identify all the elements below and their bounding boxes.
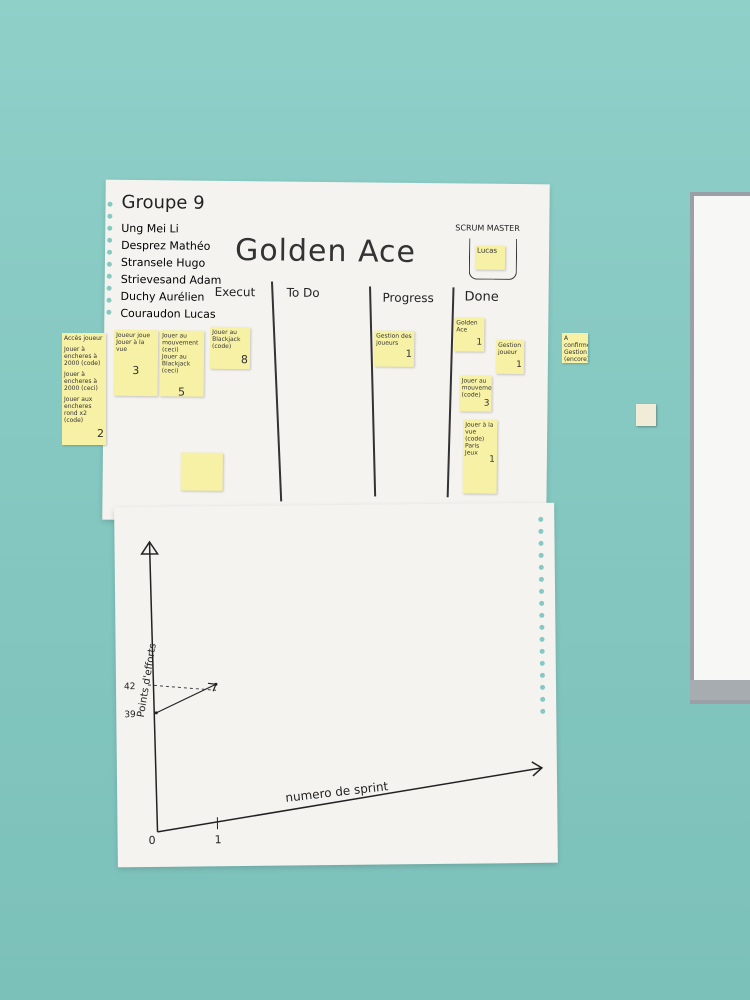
effort-chart: 0 1 39 42 xyxy=(124,540,544,847)
whiteboard xyxy=(690,192,750,704)
y-tick-label: 39 xyxy=(124,710,136,720)
column-header-done: Done xyxy=(464,289,499,305)
sticky-note-done: Golden Ace 1 xyxy=(454,317,485,352)
column-header-execut: Execut xyxy=(214,284,256,300)
column-divider xyxy=(446,287,455,498)
wall-switch xyxy=(636,404,656,426)
member-name: Desprez Mathéo xyxy=(121,238,211,253)
binder-holes xyxy=(106,201,113,322)
column-divider xyxy=(270,281,282,502)
x-tick-label: 1 xyxy=(215,833,222,846)
scrum-master-label: SCRUM MASTER xyxy=(455,223,520,234)
group-title: Groupe 9 xyxy=(121,191,205,214)
scrum-master-note: Lucas xyxy=(474,245,506,270)
series-line xyxy=(156,683,217,714)
data-point xyxy=(154,711,158,715)
member-name: Ung Mei Li xyxy=(121,221,179,236)
sticky-note-done: Jouer au mouvement (code) 3 xyxy=(459,375,492,412)
y-tick-label: 42 xyxy=(124,682,136,692)
sticky-note-backlog: Accès joueur Jouer à encheres à 2000 (co… xyxy=(62,333,106,445)
column-divider xyxy=(369,286,376,497)
whiteboard-tray xyxy=(690,680,750,700)
member-name: Strievesand Adam xyxy=(120,272,222,287)
project-title: Golden Ace xyxy=(234,233,417,270)
column-header-todo: To Do xyxy=(286,285,320,300)
sticky-note-execut: Joueur joue Jouer à la vue 3 xyxy=(113,329,159,397)
sticky-note-execut: Jouer au Blackjack (code) 8 xyxy=(209,326,251,370)
x-axis xyxy=(157,767,543,833)
data-point xyxy=(214,682,218,686)
x-tick-label: 0 xyxy=(149,834,156,847)
sticky-note-done: Jouer à la vue (code) Paris Jeux 1 xyxy=(462,419,498,494)
member-name: Duchy Aurélien xyxy=(120,289,205,304)
sticky-note-execut: Jouer au mouvement (ceci) Jouer au Black… xyxy=(159,330,205,397)
member-name: Stransele Hugo xyxy=(120,255,206,270)
y-axis xyxy=(148,541,159,832)
blank-sticky-note xyxy=(180,452,223,491)
scrum-board-sheet: Groupe 9 Ung Mei Li Desprez Mathéo Stran… xyxy=(102,179,550,525)
sticky-note-progress: Gestion des joueurs 1 xyxy=(373,330,415,367)
scrum-master-name: Lucas xyxy=(477,246,498,255)
x-axis-arrow xyxy=(531,761,544,777)
guide-line xyxy=(147,684,217,691)
y-axis-arrow xyxy=(140,540,160,555)
column-header-progress: Progress xyxy=(382,290,434,306)
sticky-note-side: A confirmer Gestion (encore) xyxy=(562,333,588,363)
member-name: Couraudon Lucas xyxy=(120,306,216,321)
group-members: Ung Mei Li Desprez Mathéo Stransele Hugo… xyxy=(120,220,222,323)
sticky-note-done: Gestion joueur 1 xyxy=(495,339,525,375)
